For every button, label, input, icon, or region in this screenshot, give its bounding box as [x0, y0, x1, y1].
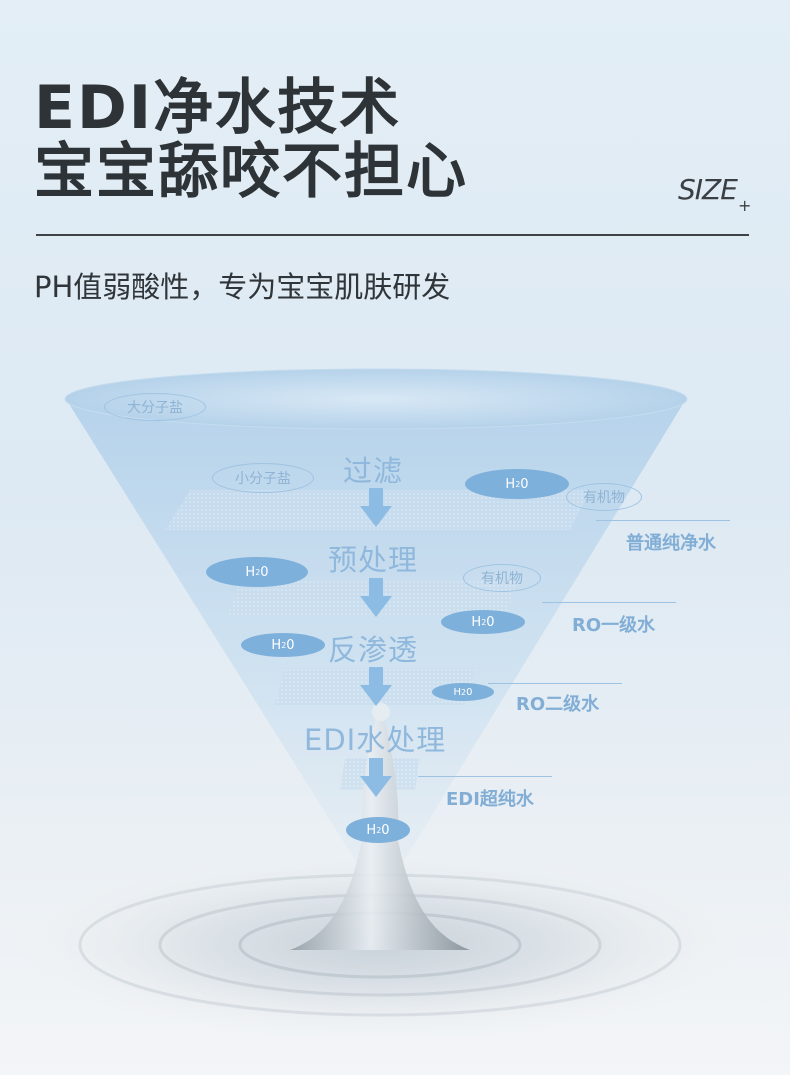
- level-line-4: [418, 776, 552, 777]
- size-plus: +: [738, 196, 752, 215]
- large-salt-tag: 大分子盐: [104, 393, 206, 421]
- level-line-2: [542, 602, 676, 603]
- level-pure-water: 普通纯净水: [626, 533, 716, 554]
- small-salt-tag: 小分子盐: [212, 463, 314, 493]
- step-reverse-osmosis: 反渗透: [328, 633, 419, 667]
- headline-line-1: EDI净水技术: [34, 73, 402, 143]
- size-label: SIZE: [678, 173, 738, 206]
- level-ro-second: RO二级水: [516, 694, 600, 715]
- level-edi-ultrapure: EDI超纯水: [446, 789, 534, 810]
- subtitle: PH值弱酸性，专为宝宝肌肤研发: [34, 270, 451, 304]
- divider: [36, 234, 749, 236]
- level-line-1: [596, 520, 730, 521]
- funnel-rim: [64, 368, 688, 430]
- step-filtration: 过滤: [343, 454, 404, 488]
- step-edi-treatment: EDI水处理: [304, 723, 447, 757]
- organic-tag-1: 有机物: [566, 483, 642, 511]
- organic-tag-2: 有机物: [463, 564, 541, 592]
- flow-arrows: [360, 488, 392, 797]
- step-pretreatment: 预处理: [328, 543, 419, 577]
- level-line-3: [488, 683, 622, 684]
- headline-line-2: 宝宝舔咬不担心: [34, 137, 468, 207]
- level-ro-first: RO一级水: [572, 615, 656, 636]
